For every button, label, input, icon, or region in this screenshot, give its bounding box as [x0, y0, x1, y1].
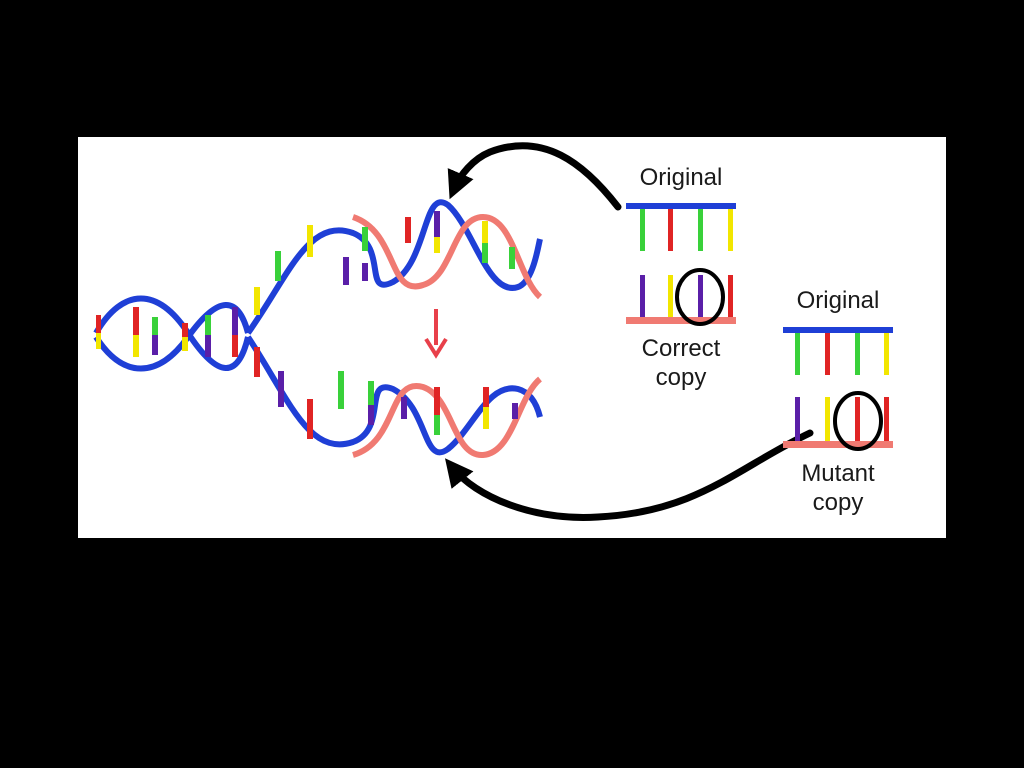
- correct-copy-line1: Correct: [641, 335, 721, 362]
- correct-copy-line2: copy: [655, 364, 707, 391]
- copy-strand-bar-correct: [626, 317, 736, 324]
- correct-copy-inset: [626, 203, 736, 326]
- top-daughter-helix: [245, 199, 543, 335]
- bottom-daughter-helix: [245, 335, 543, 458]
- parent-base-pairs: [96, 307, 238, 357]
- down-arrow-icon: [424, 309, 448, 359]
- diagram-panel: Original Correct copy Original Mutant co…: [78, 137, 946, 538]
- mutant-copy-line1: Mutant: [801, 460, 875, 487]
- parental-double-helix: [93, 295, 251, 372]
- replication-arrow-icon-bottom: [444, 429, 814, 521]
- replication-arrow-icon-top: [447, 142, 622, 211]
- bottom-original-strand: [245, 335, 543, 456]
- original-label-top: Original: [639, 164, 723, 191]
- bottom-bases: [254, 347, 518, 439]
- top-bases: [254, 211, 515, 315]
- mutant-copy-inset: [783, 327, 893, 451]
- mutant-copy-line2: copy: [812, 489, 864, 516]
- top-original-strand: [245, 199, 543, 335]
- original-label-bottom: Original: [796, 287, 880, 314]
- mismatch-circle-icon-correct: [675, 268, 725, 326]
- mismatch-circle-icon-mutant: [833, 391, 883, 451]
- correct-copy-label: Correct copy: [618, 334, 744, 392]
- copy-strand-bar-mutant: [783, 441, 893, 448]
- original-strand-bar-bottom: [783, 327, 893, 333]
- mutant-copy-label: Mutant copy: [778, 459, 898, 517]
- top-copy-strand: [351, 213, 543, 300]
- bottom-copy-strand: [351, 376, 543, 458]
- original-strand-bar-top: [626, 203, 736, 209]
- dna-replication-diagram: [93, 142, 893, 521]
